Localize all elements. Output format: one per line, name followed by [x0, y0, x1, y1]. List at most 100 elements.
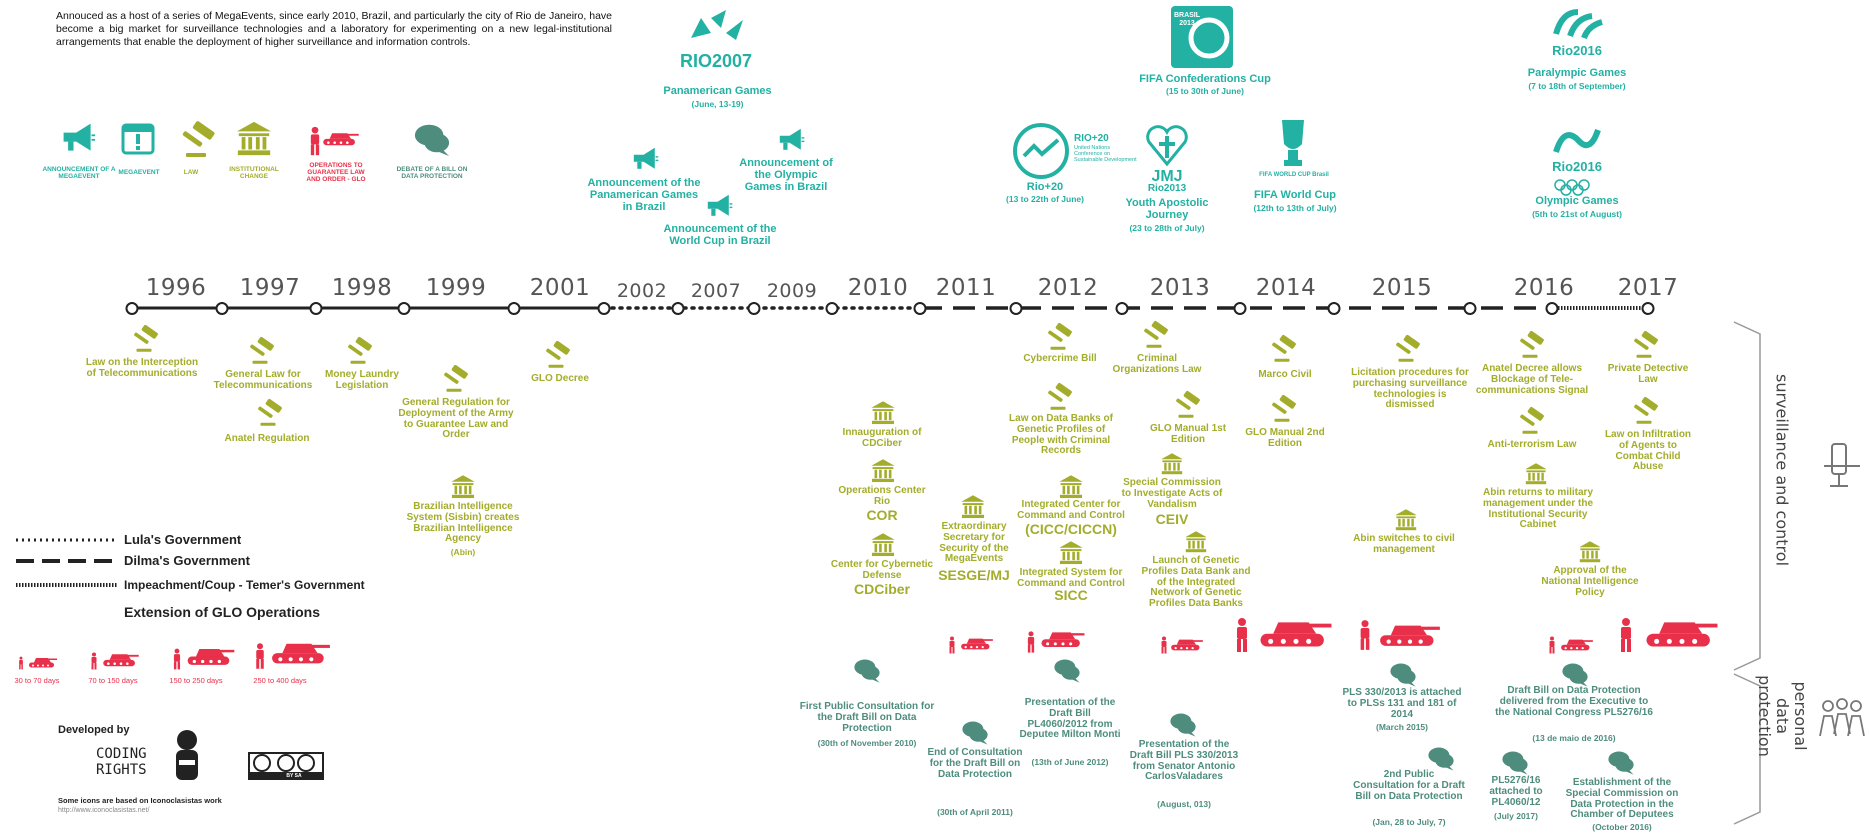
institution-icon — [1160, 452, 1184, 476]
tank-icon — [186, 638, 236, 670]
timeline-dot — [1641, 302, 1655, 315]
law-2017-detective: Private Detective Law — [1607, 363, 1689, 385]
law-2017-infiltration: Law on Infiltration of Agents to Combat … — [1604, 429, 1692, 473]
gavel-icon — [1142, 320, 1172, 350]
year-label: 2002 — [616, 280, 668, 302]
tank-icon — [1170, 632, 1204, 654]
dp-second-consultation: 2nd Public Consultation for a Draft Bill… — [1353, 769, 1465, 802]
soldier-icon — [948, 636, 956, 654]
gavel-icon — [1174, 390, 1204, 420]
institution-icon — [450, 474, 476, 500]
legend-glo-extension: Extension of GLO Operations — [124, 604, 321, 620]
olympic-logo-icon — [1553, 128, 1601, 153]
year-label: 2017 — [1617, 275, 1679, 301]
year-label: 1999 — [425, 275, 487, 301]
speech-bubble-icon — [1606, 748, 1636, 776]
gavel-icon — [346, 336, 376, 366]
timeline-dot — [825, 302, 839, 315]
legend-debate-label: DEBATE OF A BILL ON DATA PROTECTION — [396, 166, 468, 181]
speech-bubble-icon — [1560, 660, 1590, 688]
legend-temer: Impeachment/Coup - Temer's Government — [124, 578, 365, 592]
gavel-icon — [1632, 330, 1662, 360]
timeline-dot — [309, 302, 323, 315]
institution-icon — [1524, 462, 1548, 486]
rio20-date: (13 to 22th of June) — [1006, 194, 1084, 204]
jmj-date: (23 to 28th of July) — [1129, 223, 1205, 233]
cc-license-label: BY SA — [286, 773, 302, 779]
institution-icon — [870, 532, 896, 558]
soldier-icon — [1548, 636, 1556, 654]
speech-bubble-icon — [413, 120, 451, 158]
world-cup-trophy-icon — [1282, 120, 1304, 166]
tank-icon — [1040, 622, 1086, 652]
side-brackets — [1733, 321, 1761, 825]
inst-2012-cicc: Integrated Center for Command and Contro… — [1017, 499, 1125, 521]
olympic-logo-text: Rio2016 — [1552, 159, 1602, 174]
speech-bubble-icon — [1426, 744, 1456, 772]
gavel-icon — [1632, 396, 1662, 426]
tank-icon — [322, 126, 360, 148]
year-label: 1997 — [239, 275, 301, 301]
gavel-icon — [180, 120, 220, 160]
gavel-icon — [248, 336, 278, 366]
legend-lula: Lula's Government — [124, 532, 242, 547]
legend-glo-label: OPERATIONS TO GUARANTEE LAW AND ORDER - … — [306, 162, 366, 184]
institution-icon — [1394, 508, 1418, 532]
paralympic-logo-icon — [1553, 9, 1603, 40]
surveillance-camera-icon — [1824, 443, 1860, 487]
law-2016-antiterror: Anti-terrorism Law — [1487, 439, 1577, 450]
gavel-icon — [1394, 334, 1424, 364]
timeline-dot — [1233, 302, 1247, 315]
jmj-logo-text: JMJ — [1151, 168, 1183, 185]
jmj-logo-sub: Rio2013 — [1147, 183, 1187, 194]
inst-2016-abin: Abin returns to military management unde… — [1482, 487, 1594, 531]
personal-data-label: personal data protection — [1755, 675, 1810, 757]
law-2015-licitation: Licitation procedures for purchasing sur… — [1351, 367, 1469, 411]
speech-bubble-icon — [960, 718, 990, 746]
ann-olympic-label: Announcement of the Olympic Games in Bra… — [739, 157, 833, 193]
confederations-logo — [1168, 4, 1236, 70]
dp-first-consultation: First Public Consultation for the Draft … — [799, 701, 935, 734]
soldier-icon — [90, 652, 98, 670]
ann-worldcup-label: Announcement of the World Cup in Brazil — [663, 223, 777, 247]
dp-second-consultation-date: (Jan, 28 to July, 7) — [1372, 817, 1446, 827]
iconoclasistas-link[interactable]: http://www.iconoclasistas.net/ — [58, 807, 150, 814]
institution-icon — [960, 494, 986, 520]
timeline-dot — [913, 302, 927, 315]
gavel-icon — [1046, 322, 1076, 352]
timeline-dot — [215, 302, 229, 315]
year-label: 2012 — [1037, 275, 1099, 301]
paralympic-title: Paralympic Games — [1527, 67, 1627, 79]
timeline-dot — [1327, 302, 1341, 315]
institution-icon — [1184, 530, 1208, 554]
law-1998: Money Laundry Legislation — [325, 369, 399, 391]
glo-legend-4: 250 to 400 days — [253, 676, 307, 685]
legend-institutional-label: INSTITUTIONAL CHANGE — [229, 166, 279, 181]
intro-text: Annouced as a host of a series of MegaEv… — [56, 10, 612, 48]
calendar-icon — [121, 123, 155, 155]
institution-icon — [235, 120, 273, 158]
year-label: 1998 — [331, 275, 393, 301]
legend-announcement-label: ANNOUNCEMENT OF A MEGAEVENT — [42, 166, 116, 181]
law-2016-anatel: Anatel Decree allows Blockage of Tele-co… — [1475, 363, 1589, 396]
law-1999: General Regulation for Deployment of the… — [398, 397, 514, 441]
dp-pl4060-date: (13th of June 2012) — [1031, 757, 1109, 767]
dp-pl5276-attached-date: (July 2017) — [1494, 811, 1538, 821]
soldier-icon — [254, 642, 266, 670]
rio20-title: Rio+20 — [1026, 181, 1064, 193]
olympic-title: Olympic Games — [1535, 195, 1619, 207]
year-label: 2010 — [847, 275, 909, 301]
worldcup-logo-text: FIFA WORLD CUP Brasil — [1259, 172, 1329, 178]
soldier-icon — [1026, 630, 1036, 654]
panamerican-logo: RIO2007 — [676, 8, 756, 72]
year-label: 2007 — [690, 280, 742, 302]
rio20-logo-text: RIO+20 — [1074, 133, 1109, 144]
dp-special-commission-date: (October 2016) — [1592, 822, 1652, 832]
timeline-dot — [671, 302, 685, 315]
timeline-dot — [507, 302, 521, 315]
soldier-icon — [1358, 618, 1372, 652]
inst-2013-ceiv: Special Commission to Investigate Acts o… — [1121, 477, 1223, 510]
dp-pls330: Presentation of the Draft Bill PLS 330/2… — [1129, 739, 1239, 783]
inst-2011-sesge-acronym: SESGE/MJ — [938, 567, 1010, 583]
law-1996: Law on the Interception of Telecommunica… — [85, 357, 199, 379]
